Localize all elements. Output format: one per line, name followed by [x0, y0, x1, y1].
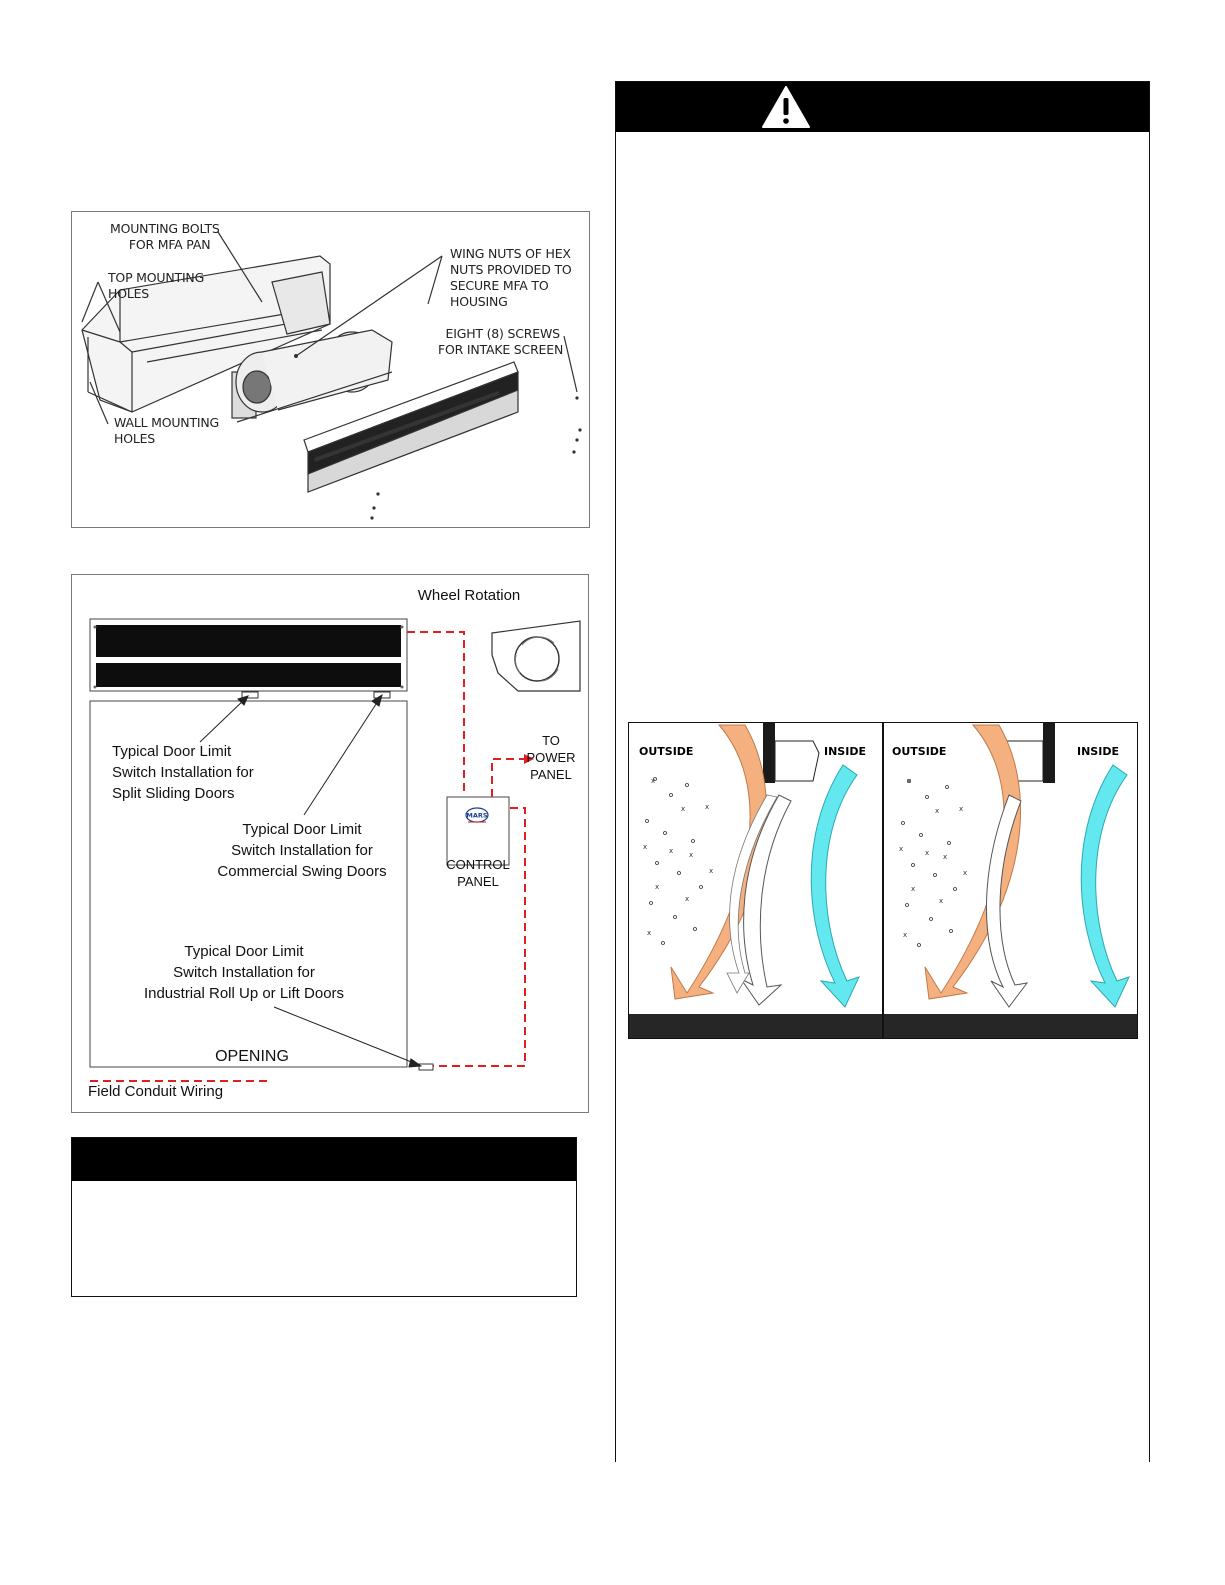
right-outside-label: OUTSIDE	[892, 745, 947, 758]
svg-text:x: x	[899, 845, 903, 853]
left-inside-label: INSIDE	[824, 745, 866, 758]
svg-text:x: x	[669, 847, 673, 855]
warning-triangle-icon	[762, 86, 810, 128]
svg-text:x: x	[655, 883, 659, 891]
control-panel-label: CONTROL PANEL	[446, 857, 510, 889]
left-outside-label: OUTSIDE	[639, 745, 694, 758]
wiring-diagram-figure: MARS Wheel Rotation TO POWER PANEL CONTR…	[71, 574, 589, 1113]
svg-text:x: x	[681, 805, 685, 813]
airflow-figure: x x x x x x x x x x x x x x x x x x x x OUTSIDE INSID…	[628, 722, 1138, 1039]
svg-text:x: x	[647, 929, 651, 937]
airflow-drawing: x x x x x x x x x x x x x x x x x x x x	[629, 723, 1137, 1038]
svg-text:x: x	[643, 843, 647, 851]
top-mounting-holes-label: TOP MOUNTING HOLES	[108, 270, 205, 301]
wheel-rotation-label: Wheel Rotation	[417, 587, 521, 604]
exploded-view-drawing	[81, 231, 582, 520]
wall-mounting-holes-label: WALL MOUNTING HOLES	[114, 415, 220, 446]
svg-text:x: x	[705, 803, 709, 811]
opening-label: OPENING	[215, 1048, 289, 1065]
commercial-swing-doors-label: Typical Door Limit Switch Installation f…	[217, 821, 387, 880]
notice-box	[71, 1137, 577, 1297]
to-power-panel-label: TO POWER PANEL	[526, 733, 576, 782]
exploded-view-figure: MOUNTING BOLTS FOR MFA PAN TOP MOUNTING …	[71, 211, 590, 528]
svg-text:x: x	[903, 931, 907, 939]
wing-nuts-label: WING NUTS OF HEX NUTS PROVIDED TO SECURE…	[450, 246, 572, 309]
svg-text:x: x	[709, 867, 713, 875]
warning-box	[615, 81, 1150, 1462]
svg-text:x: x	[685, 895, 689, 903]
svg-text:x: x	[907, 777, 911, 785]
wiring-diagram-drawing: MARS	[89, 618, 581, 1082]
svg-text:x: x	[651, 777, 655, 785]
svg-text:x: x	[963, 869, 967, 877]
control-panel-logo: MARS	[466, 812, 488, 820]
right-inside-label: INSIDE	[1077, 745, 1119, 758]
notice-header-bar	[72, 1138, 576, 1181]
eight-screws-label: EIGHT (8) SCREWS FOR INTAKE SCREEN	[438, 326, 564, 357]
field-conduit-wiring-label: Field Conduit Wiring	[88, 1083, 224, 1100]
svg-text:x: x	[939, 897, 943, 905]
svg-text:x: x	[911, 885, 915, 893]
svg-text:x: x	[935, 807, 939, 815]
svg-text:x: x	[925, 849, 929, 857]
industrial-roll-up-doors-label: Typical Door Limit Switch Installation f…	[143, 943, 345, 1002]
svg-text:x: x	[959, 805, 963, 813]
svg-text:x: x	[943, 853, 947, 861]
mounting-bolts-label: MOUNTING BOLTS FOR MFA PAN	[110, 221, 220, 252]
warning-header-bar	[616, 82, 1149, 132]
split-sliding-doors-label: Typical Door Limit Switch Installation f…	[112, 743, 254, 802]
svg-text:x: x	[689, 851, 693, 859]
